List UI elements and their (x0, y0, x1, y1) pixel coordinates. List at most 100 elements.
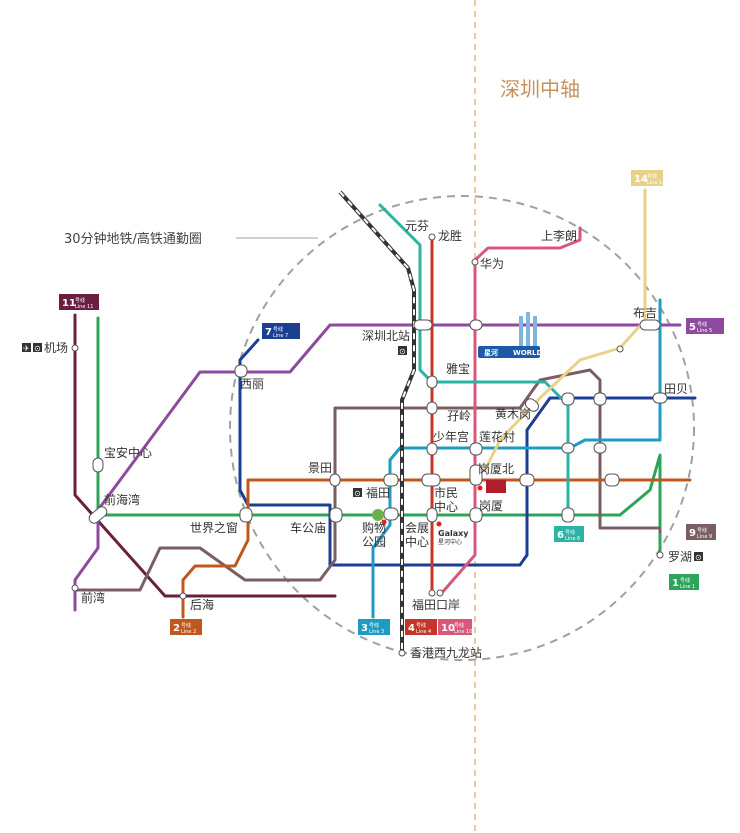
line-badge-number: 4 (408, 623, 415, 634)
landmark-world-cn: 星河 (484, 348, 498, 357)
line-2 (181, 478, 692, 619)
dot-jichang (71, 344, 79, 352)
line-badge-bg (669, 574, 699, 590)
station-gouwu: 购物 (362, 520, 386, 535)
red-landmark (477, 480, 506, 493)
station-gangxiabei: 岗厦北 (478, 462, 514, 476)
line-badge-bg (686, 318, 724, 334)
dot-qianwan (71, 584, 79, 592)
line-badge-sub: Line 6 (565, 536, 580, 542)
xfer-gangxia (469, 507, 483, 523)
station-shijiezhichuang: 世界之窗 (190, 521, 238, 535)
rail-line-dash (339, 191, 415, 655)
rail-station-icon: ⊙ (353, 488, 362, 498)
xfer-shijie (239, 507, 253, 523)
line-badge-sub: Line 10 (454, 629, 472, 635)
line-badge-number: 14 (634, 174, 648, 185)
park-landmark (372, 509, 387, 525)
line-badge-number: 10 (441, 623, 455, 634)
station-gangxia: 岗厦 (479, 499, 503, 513)
svg-text:⊙: ⊙ (399, 347, 406, 356)
station-shimin: 市民 (434, 485, 458, 500)
line-badge-sub: Line 5 (697, 328, 712, 334)
svg-text:⊙: ⊙ (695, 553, 702, 562)
xfer-buji (639, 319, 661, 331)
circle-label: 30分钟地铁/高铁通勤圈 (64, 231, 202, 247)
station-shaoniangong: 少年宫 (433, 429, 469, 444)
airport-icon: ✈ (22, 343, 31, 353)
dot-xijiulong (398, 649, 406, 657)
line-badge-suffix: 号线 (697, 321, 707, 328)
xfer-gouwu (383, 507, 399, 521)
line-badge-bg (686, 524, 716, 540)
station-zhongxin: 中心 (434, 499, 458, 514)
axis-title: 深圳中轴 (500, 77, 580, 101)
line-badge-suffix: 号线 (454, 622, 464, 629)
line-badge-bg (438, 619, 472, 635)
dot-14-mid (616, 345, 624, 353)
rail-station-icon: ⊙ (694, 552, 703, 562)
line-badge-bg (631, 170, 663, 186)
station-huizhanzhongxin: 中心 (405, 534, 429, 549)
station-shenzhenbei: 深圳北站 (362, 329, 410, 343)
station-huizhan: 会展 (405, 521, 429, 535)
xfer-1-6 (561, 507, 575, 523)
line-badge-number: 6 (557, 530, 564, 541)
line-badge-number: 11 (62, 298, 76, 309)
line-badge-bg (170, 619, 202, 635)
station-ziling: 孖岭 (447, 409, 471, 423)
svg-text:⊙: ⊙ (354, 489, 361, 498)
station-houhai: 后海 (190, 597, 214, 612)
xfer-9-6 (561, 392, 575, 406)
station-gongyuan: 公园 (362, 535, 386, 549)
rail-station-icon: ⊙ (33, 343, 42, 353)
line-1 (96, 316, 662, 557)
line-badge-bg (554, 526, 584, 542)
xfer-gangxiabei (469, 464, 483, 486)
galaxy-landmark: Galaxy 星河中心 (436, 521, 469, 546)
xfer-chegong (329, 507, 343, 523)
xfer-jingtian (329, 473, 341, 487)
commute-circle (229, 195, 695, 661)
svg-text:✈: ✈ (23, 344, 30, 353)
xfer-qianhaiwan (88, 506, 108, 524)
station-qianhaiwan: 前海湾 (104, 492, 140, 507)
station-luohu: 罗湖 (668, 549, 692, 564)
line-badge-sub: Line 9 (697, 534, 712, 540)
station-jingtian: 景田 (308, 461, 332, 475)
dot-houhai (179, 592, 187, 600)
station-jichang: 机场 (44, 341, 68, 355)
station-yuanfen: 元芬 (405, 219, 429, 233)
line-badge-number: 7 (265, 327, 272, 338)
line-badge-suffix: 号线 (565, 529, 575, 536)
line-badge-suffix: 号线 (273, 326, 283, 333)
station-chegongmiao: 车公庙 (290, 520, 326, 535)
xfer-tianbei (652, 392, 668, 404)
xfer-9-7 (593, 392, 607, 406)
xfer-futian (383, 473, 399, 487)
station-tianbei: 田贝 (664, 382, 688, 396)
xfer-lianhuacun (469, 442, 483, 456)
xfer-huangmugang (524, 398, 540, 412)
xfer-huawei-5 (469, 319, 483, 331)
landmark-galaxy: Galaxy (438, 529, 469, 538)
xfer-shenzhenbei (413, 319, 433, 331)
station-buji: 布吉 (633, 306, 657, 320)
line-badge-suffix: 号线 (697, 527, 707, 534)
xfer-daju (604, 473, 620, 487)
world-landmark: 星河 WORLD (478, 312, 543, 358)
line-badge-bg (59, 294, 99, 310)
rail-station-icon: ⊙ (398, 346, 407, 356)
station-yabao: 雅宝 (446, 361, 470, 376)
line-badge-number: 5 (689, 322, 696, 333)
xfer-xili (234, 364, 248, 378)
xfer-3-6 (561, 442, 575, 454)
line-badge-sub: Line 1 (680, 584, 695, 590)
